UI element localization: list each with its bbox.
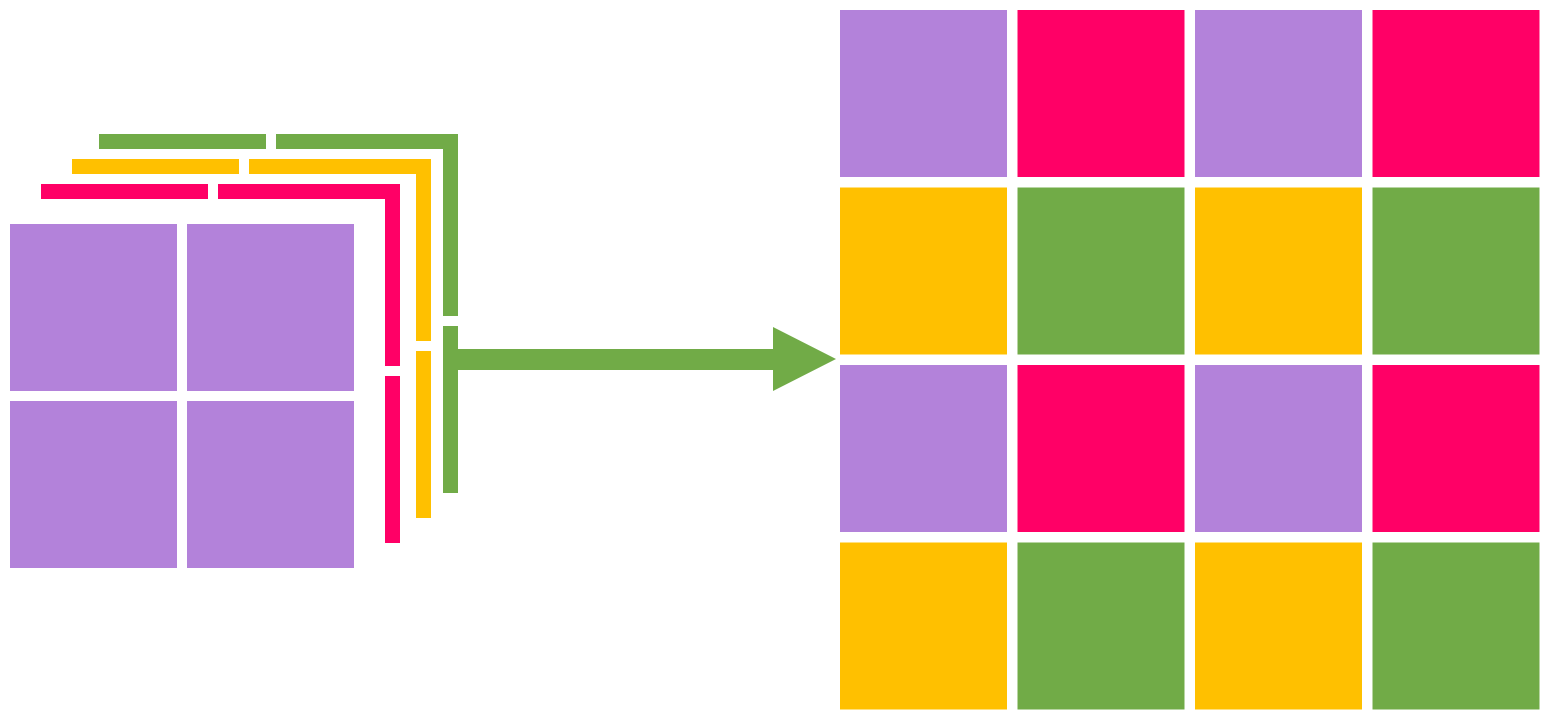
yellow-channel-edge-right-1 bbox=[416, 174, 431, 341]
input-cell bbox=[10, 224, 177, 391]
input-channel-stack bbox=[41, 134, 458, 543]
output-cell bbox=[1195, 542, 1362, 710]
output-cell bbox=[1372, 10, 1540, 177]
green-channel-edge-top-2 bbox=[276, 134, 458, 149]
output-cell bbox=[1372, 187, 1540, 355]
green-channel-edge-right-1 bbox=[443, 149, 458, 316]
yellow-channel-edge-top-1 bbox=[72, 159, 239, 174]
input-cell bbox=[187, 401, 354, 568]
input-cell bbox=[187, 224, 354, 391]
output-cell bbox=[1017, 365, 1185, 532]
input-cell bbox=[10, 401, 177, 568]
arrow-head bbox=[773, 327, 836, 391]
transform-arrow bbox=[449, 327, 836, 391]
magenta-channel-edge-top-2 bbox=[218, 184, 400, 199]
output-cell bbox=[1195, 10, 1362, 177]
output-grid bbox=[840, 10, 1540, 710]
output-cell bbox=[1017, 10, 1185, 177]
green-channel-edge-top-1 bbox=[99, 134, 266, 149]
output-cell bbox=[840, 10, 1007, 177]
input-front-channel bbox=[10, 224, 354, 568]
output-cell bbox=[840, 365, 1007, 532]
output-cell bbox=[1017, 187, 1185, 355]
output-cell bbox=[1372, 365, 1540, 532]
magenta-channel-edge-top-1 bbox=[41, 184, 208, 199]
output-cell bbox=[1017, 542, 1185, 710]
output-cell bbox=[840, 187, 1007, 355]
output-cell bbox=[1195, 365, 1362, 532]
yellow-channel-edge-top-2 bbox=[249, 159, 431, 174]
magenta-channel-edge-right-2 bbox=[385, 376, 400, 543]
output-cell bbox=[840, 542, 1007, 710]
arrow-shaft bbox=[449, 349, 775, 370]
yellow-channel-edge-right-2 bbox=[416, 351, 431, 518]
output-cell bbox=[1372, 542, 1540, 710]
magenta-channel-edge-right-1 bbox=[385, 199, 400, 366]
output-cell bbox=[1195, 187, 1362, 355]
